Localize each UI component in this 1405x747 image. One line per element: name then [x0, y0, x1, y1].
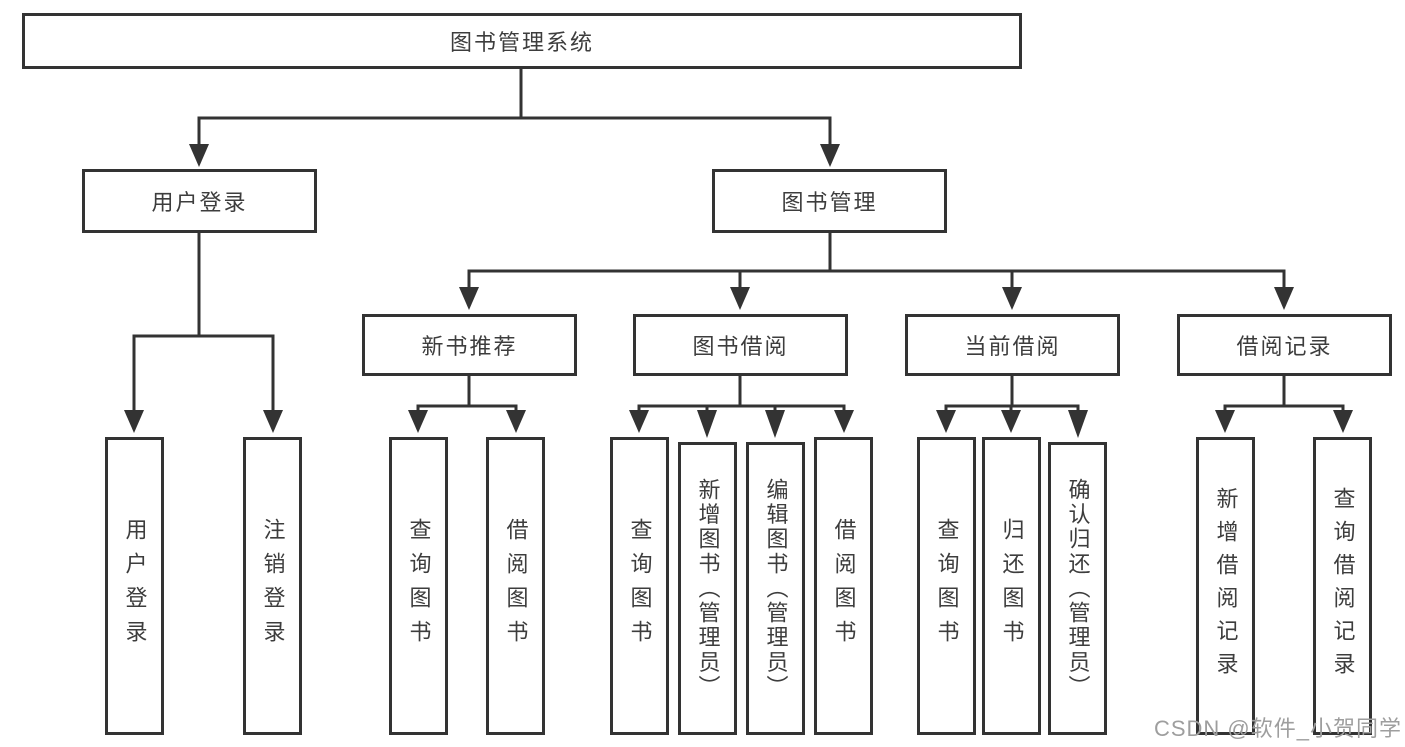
leaf-label: 查询图书 — [627, 517, 653, 655]
book-mgmt-to-level3-connector — [459, 231, 1294, 310]
arrowhead-icon — [506, 410, 526, 433]
arrowhead-icon — [765, 410, 785, 438]
leaf-label: 新增图书（管理员） — [695, 477, 721, 700]
leaf-edit-books-admin: 编辑图书（管理员） — [746, 442, 805, 735]
user-login-branch-connector — [124, 231, 283, 433]
arrowhead-icon — [730, 287, 750, 310]
node-label: 借阅记录 — [1236, 334, 1333, 359]
leaf-label: 借阅图书 — [831, 517, 857, 655]
borrow-records-branch-connector — [1215, 374, 1353, 433]
leaf-return-books: 归还图书 — [982, 437, 1041, 735]
leaf-label: 查询图书 — [406, 517, 432, 655]
leaf-add-books-admin: 新增图书（管理员） — [678, 442, 737, 735]
node-label: 当前借阅 — [964, 334, 1061, 359]
leaf-label: 新增借阅记录 — [1213, 487, 1239, 685]
leaf-label: 确认归还（管理员） — [1065, 477, 1091, 700]
arrowhead-icon — [459, 287, 479, 310]
new-book-rec-branch-connector — [408, 374, 526, 433]
node-label: 图书管理系统 — [449, 30, 594, 55]
node-label: 图书借阅 — [692, 334, 789, 359]
node-new-book-recommendation: 新书推荐 — [362, 314, 577, 376]
leaf-label: 借阅图书 — [503, 517, 529, 655]
node-label: 用户登录 — [151, 190, 248, 215]
arrowhead-icon — [834, 410, 854, 433]
current-borrow-branch-connector — [936, 374, 1088, 438]
arrowhead-icon — [263, 410, 283, 433]
leaf-label: 查询图书 — [934, 517, 960, 655]
node-user-login: 用户登录 — [82, 169, 317, 233]
arrowhead-icon — [124, 410, 144, 433]
book-borrow-branch-connector — [629, 374, 854, 438]
arrowhead-icon — [936, 410, 956, 433]
leaf-label: 归还图书 — [999, 517, 1025, 655]
leaf-label: 查询借阅记录 — [1330, 487, 1356, 685]
leaf-borrow-books-2: 借阅图书 — [814, 437, 873, 735]
root-to-level2-connector — [189, 67, 840, 167]
arrowhead-icon — [189, 144, 209, 167]
leaf-user-login: 用户登录 — [105, 437, 164, 735]
leaf-logout: 注销登录 — [243, 437, 302, 735]
arrowhead-icon — [697, 410, 717, 438]
node-label: 新书推荐 — [421, 334, 518, 359]
arrowhead-icon — [1068, 410, 1088, 438]
leaf-borrow-books-1: 借阅图书 — [486, 437, 545, 735]
leaf-confirm-return-admin: 确认归还（管理员） — [1048, 442, 1107, 735]
node-current-borrowing: 当前借阅 — [905, 314, 1120, 376]
node-label: 图书管理 — [781, 190, 878, 215]
arrowhead-icon — [629, 410, 649, 433]
leaf-add-borrow-record: 新增借阅记录 — [1196, 437, 1255, 735]
arrowhead-icon — [1215, 410, 1235, 433]
leaf-query-books-2: 查询图书 — [610, 437, 669, 735]
leaf-label: 编辑图书（管理员） — [763, 477, 789, 700]
leaf-label: 用户登录 — [122, 517, 148, 655]
arrowhead-icon — [408, 410, 428, 433]
leaf-query-books-1: 查询图书 — [389, 437, 448, 735]
leaf-label: 注销登录 — [260, 517, 286, 655]
leaf-query-books-3: 查询图书 — [917, 437, 976, 735]
node-library-system: 图书管理系统 — [22, 13, 1022, 69]
node-book-borrowing: 图书借阅 — [633, 314, 848, 376]
node-borrowing-records: 借阅记录 — [1177, 314, 1392, 376]
arrowhead-icon — [1001, 410, 1021, 433]
node-book-management: 图书管理 — [712, 169, 947, 233]
arrowhead-icon — [820, 144, 840, 167]
arrowhead-icon — [1333, 410, 1353, 433]
arrowhead-icon — [1274, 287, 1294, 310]
csdn-watermark: CSDN @软件_小贺同学 — [1153, 716, 1402, 741]
arrowhead-icon — [1002, 287, 1022, 310]
leaf-query-borrow-record: 查询借阅记录 — [1313, 437, 1372, 735]
